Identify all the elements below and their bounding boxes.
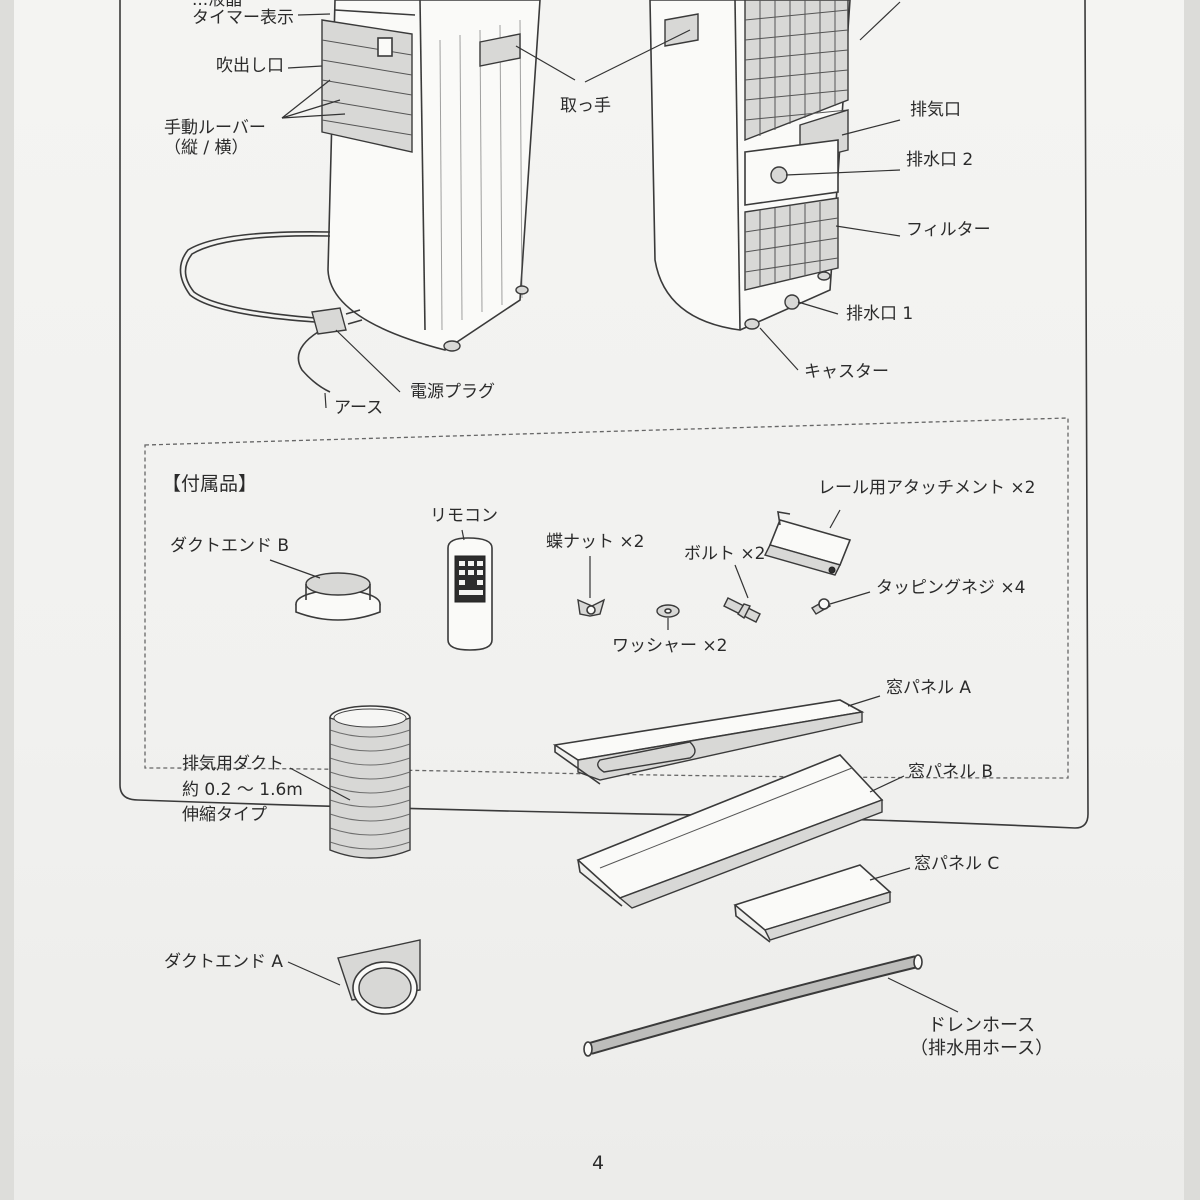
label-drain-port-1: 排水口 1 bbox=[846, 304, 914, 324]
label-power-plug: 電源プラグ bbox=[410, 382, 495, 402]
accessories-box bbox=[144, 417, 1069, 779]
label-handle: 取っ手 bbox=[560, 96, 611, 116]
label-window-panel-b: 窓パネル B bbox=[908, 762, 994, 782]
label-exhaust-duct: 排気用ダクト 約 0.2 〜 1.6m 伸縮タイプ bbox=[182, 754, 303, 825]
label-timer-display: タイマー表示 bbox=[192, 8, 294, 28]
label-drain-port-2: 排水口 2 bbox=[906, 150, 974, 170]
paper-edge-left bbox=[0, 0, 14, 1200]
label-drain-hose: ドレンホース （排水用ホース） bbox=[910, 1015, 1054, 1060]
rail-attachment-illustration bbox=[763, 509, 852, 576]
label-caster: キャスター bbox=[804, 362, 889, 382]
front-unit-illustration bbox=[179, 0, 541, 393]
label-filter: フィルター bbox=[906, 220, 991, 240]
page-number: 4 bbox=[592, 1152, 605, 1174]
paper-edge-right bbox=[1184, 0, 1200, 1200]
label-remote: リモコン bbox=[430, 506, 498, 526]
label-exhaust-port: 排気口 bbox=[910, 100, 961, 120]
drain-hose-illustration bbox=[583, 954, 959, 1057]
label-manual-louver: 手動ルーバー （縦 / 横） bbox=[164, 118, 266, 159]
back-unit-illustration bbox=[649, 0, 851, 331]
label-tapping-screw: タッピングネジ ×4 bbox=[876, 578, 1026, 598]
label-wing-nut: 蝶ナット ×2 bbox=[546, 532, 645, 552]
wing-nut-illustration bbox=[577, 556, 606, 617]
remote-illustration bbox=[447, 529, 493, 651]
label-duct-end-a: ダクトエンド A bbox=[164, 952, 284, 972]
label-top-cut: ...液晶 bbox=[192, 0, 243, 10]
window-panel-c-illustration bbox=[733, 864, 911, 943]
label-duct-end-b: ダクトエンド B bbox=[170, 536, 290, 556]
window-panel-a-illustration bbox=[552, 695, 881, 785]
label-window-panel-a: 窓パネル A bbox=[886, 678, 972, 698]
accessories-heading: 【付属品】 bbox=[162, 473, 258, 495]
duct-end-b-illustration bbox=[269, 559, 381, 621]
label-ground: アース bbox=[334, 398, 384, 418]
label-rail-attachment: レール用アタッチメント ×2 bbox=[818, 478, 1036, 498]
duct-end-a-illustration bbox=[287, 939, 421, 1015]
label-window-panel-c: 窓パネル C bbox=[914, 854, 1000, 874]
washer-illustration bbox=[656, 604, 680, 630]
tapping-screw-illustration bbox=[811, 591, 871, 615]
bolt-illustration bbox=[723, 564, 761, 623]
label-bolt: ボルト ×2 bbox=[684, 544, 766, 564]
label-outlet: 吹出し口 bbox=[216, 56, 284, 76]
top-leader-lines bbox=[281, 1, 901, 409]
label-washer: ワッシャー ×2 bbox=[612, 636, 728, 656]
exhaust-duct-illustration bbox=[289, 705, 411, 859]
window-panel-b-illustration bbox=[576, 754, 905, 909]
page-frame bbox=[119, 0, 1089, 829]
